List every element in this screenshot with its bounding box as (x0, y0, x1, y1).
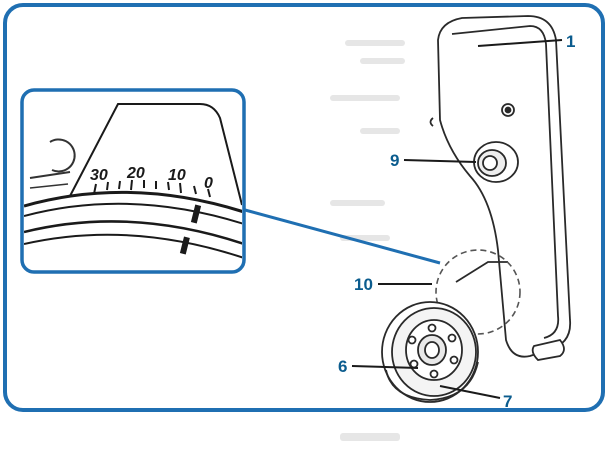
belt-guard (429, 15, 571, 361)
outer-frame (3, 3, 605, 412)
leader-6 (351, 365, 419, 369)
scale-label: 10 (168, 167, 186, 184)
scale-label: 20 (126, 165, 145, 182)
leader-7 (439, 385, 501, 399)
knob (473, 141, 519, 183)
inset-pointer-plate (69, 103, 242, 206)
inset-detail: 30 20 10 0 (20, 88, 246, 274)
inset-connector-line (244, 208, 441, 265)
leader-1 (477, 39, 563, 47)
dashed-magnify-circle (435, 249, 521, 335)
callout-10: 10 (354, 275, 373, 294)
timing-mark-lower (179, 236, 190, 255)
pulley (381, 301, 479, 403)
callout-7: 7 (503, 392, 512, 411)
scale-label: 0 (204, 175, 213, 192)
callout-1: 1 (566, 32, 575, 51)
inset-bolt-icon (49, 138, 76, 173)
leader-lines (351, 39, 563, 399)
callout-6: 6 (338, 357, 347, 376)
scale-label: 30 (90, 167, 108, 184)
timing-mark-upper (190, 204, 202, 224)
inset-scale-ticks (93, 179, 211, 198)
leader-9 (403, 159, 477, 163)
callout-9: 9 (390, 151, 399, 170)
inset-pulley-arcs (24, 190, 242, 259)
